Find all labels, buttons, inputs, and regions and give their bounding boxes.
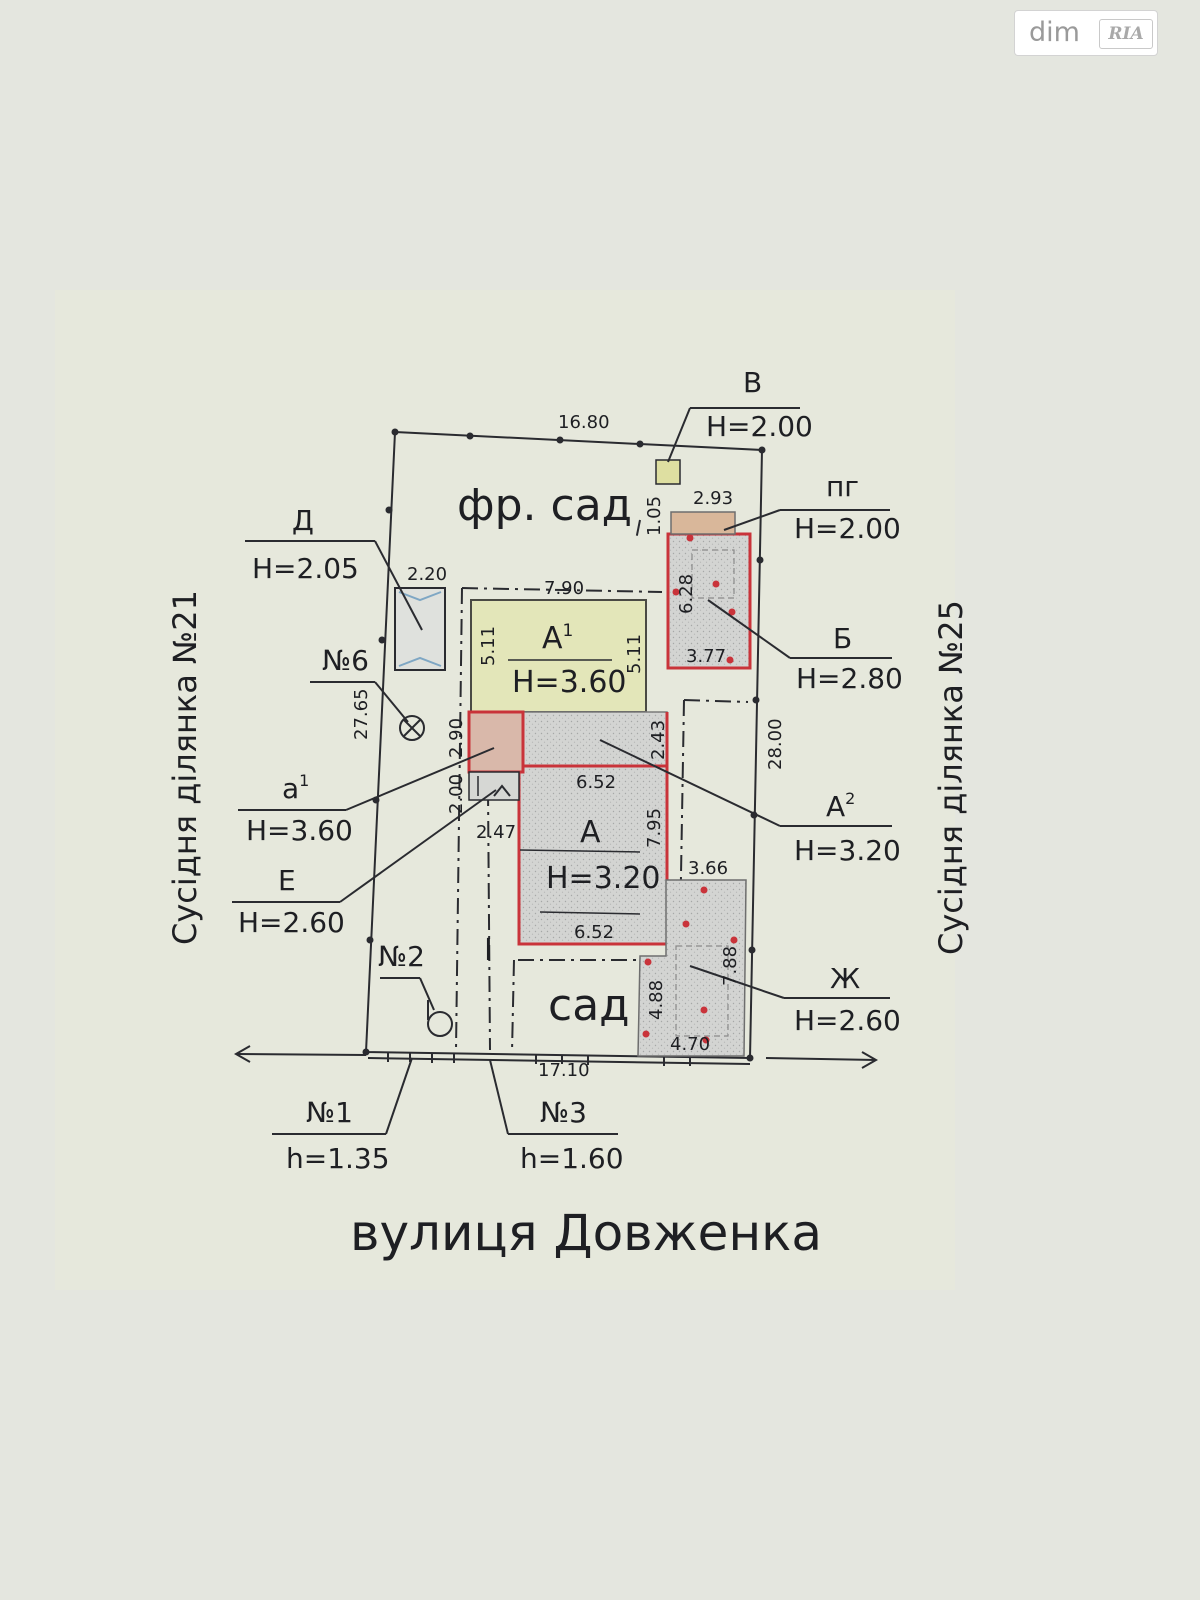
boundary-point [758, 446, 766, 454]
dim-top: 16.80 [558, 412, 610, 433]
building-zh-height: H=2.60 [794, 1004, 901, 1037]
marker-n6-symbol [399, 715, 425, 741]
building-b-name: Б [833, 622, 852, 655]
boundary-point [362, 1048, 370, 1056]
dim-pg-width: 2.93 [693, 488, 733, 509]
building-point-markers [642, 534, 738, 1044]
street-name: вулиця Довженка [350, 1204, 822, 1262]
dim-right: 28.00 [765, 718, 786, 770]
dim-a2-width: 6.52 [576, 772, 616, 793]
neighbor-right-label: Сусідня ділянка №25 [932, 600, 970, 955]
front-garden-label: фр. сад [457, 480, 632, 531]
dim-zh-bottom: 4.70 [670, 1034, 710, 1055]
logo-brand-sub: RIA [1099, 19, 1153, 49]
structure-d [394, 587, 446, 671]
neighbor-left-label: Сусідня ділянка №21 [166, 590, 204, 945]
dim-zh-width: 3.66 [688, 858, 728, 879]
dim-e-width: 2.47 [476, 822, 516, 843]
front-fence-ticks [367, 1053, 751, 1066]
marker-n2-symbol [427, 1000, 453, 1037]
dim-a-height: 7.95 [644, 808, 665, 848]
logo-brand: dim [1029, 17, 1080, 48]
structure-pg-height: H=2.00 [794, 512, 901, 545]
boundary-point [391, 428, 399, 436]
dim-left: 27.65 [351, 688, 372, 740]
boundary-point [385, 506, 393, 514]
dim-e-height: 2.00 [446, 774, 467, 814]
boundary-point [636, 440, 644, 448]
leader-lines [232, 407, 892, 1135]
building-zh [637, 879, 747, 1057]
dim-b-height: 6.28 [676, 574, 697, 614]
dim-zh-left: 4.88 [646, 980, 667, 1020]
building-a2-height: H=3.20 [794, 834, 901, 867]
structure-v [655, 459, 681, 485]
boundary-point [752, 696, 760, 704]
dim-d-top: 2.20 [407, 564, 447, 585]
building-a1 [470, 599, 647, 713]
porch-e-name: Е [278, 864, 296, 897]
dim-a2-height: 2.43 [648, 720, 669, 760]
marker-n2-label: №2 [378, 940, 425, 973]
marker-n3-label: №3 [540, 1096, 587, 1129]
dimria-logo[interactable]: dim RIA [1014, 10, 1158, 56]
marker-n1-label: №1 [306, 1096, 353, 1129]
building-zh-name: Ж [830, 962, 860, 995]
building-a1-small-height: H=3.60 [246, 814, 353, 847]
dim-zh-right: 7.88 [720, 946, 741, 986]
building-a1-height: H=3.60 [512, 665, 627, 700]
structure-v-name: В [743, 366, 762, 399]
courtyard-mark: I [484, 933, 493, 968]
boundary-point [366, 936, 374, 944]
building-a2-name: А2 [826, 789, 855, 823]
dim-pg-gap: 1.05 [644, 496, 665, 536]
garden-label: сад [548, 980, 630, 1031]
structure-pg [670, 511, 736, 535]
boundary-point [556, 436, 564, 444]
building-a1-small-name: а1 [282, 771, 309, 805]
building-a2 [522, 711, 668, 767]
building-b-height: H=2.80 [796, 662, 903, 695]
street-direction [233, 1045, 879, 1069]
boundary-point [378, 636, 386, 644]
building-a-name: А [580, 815, 601, 850]
dim-a-bottom: 6.52 [574, 922, 614, 943]
marker-n1-height: h=1.35 [286, 1142, 390, 1175]
building-a-height: H=3.20 [546, 861, 661, 896]
boundary-point [748, 946, 756, 954]
dim-bottom: 17.10 [538, 1060, 590, 1081]
structure-v-height: H=2.00 [706, 410, 813, 443]
boundary-point [756, 556, 764, 564]
building-a1-name: А1 [542, 621, 573, 656]
boundary-point [746, 1054, 754, 1062]
dim-a-top: 7.90 [544, 578, 584, 599]
structure-d-height: H=2.05 [252, 552, 359, 585]
dim-b-width: 3.77 [686, 646, 726, 667]
dim-a1s-height: 2.90 [446, 718, 467, 758]
marker-n6-label: №6 [322, 644, 369, 677]
dim-a1-left: 5.11 [478, 626, 499, 666]
marker-n3-height: h=1.60 [520, 1142, 624, 1175]
boundary-point [466, 432, 474, 440]
dim-a1-right: 5.11 [624, 634, 645, 674]
porch-e-height: H=2.60 [238, 906, 345, 939]
building-a1-small [467, 710, 525, 774]
structure-d-name: Д [292, 504, 314, 537]
structure-pg-name: пг [826, 470, 859, 503]
building-a [517, 764, 669, 946]
